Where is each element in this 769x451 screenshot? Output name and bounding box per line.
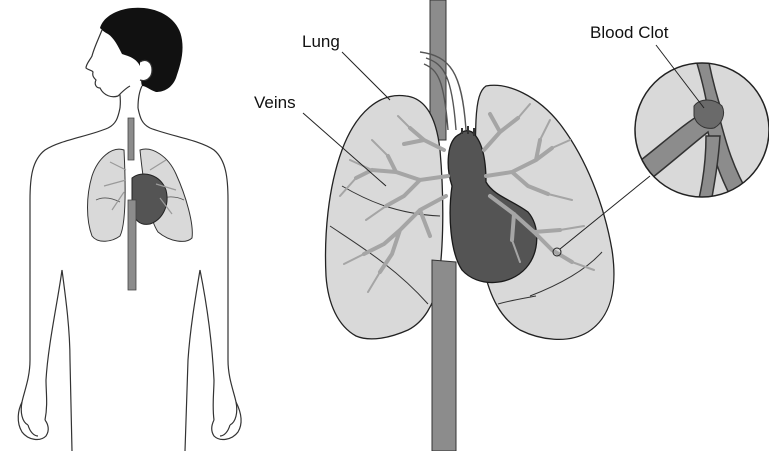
label-veins: Veins xyxy=(254,93,296,112)
small-aorta xyxy=(128,200,136,290)
large-lungs-illustration xyxy=(326,0,650,451)
label-blood-clot: Blood Clot xyxy=(590,23,669,42)
human-figure xyxy=(18,8,241,451)
clot-magnifier xyxy=(620,58,769,220)
label-lung: Lung xyxy=(302,32,340,51)
descending-aorta xyxy=(432,260,456,451)
right-lung xyxy=(326,95,443,338)
small-trachea xyxy=(128,118,134,160)
left-hand xyxy=(18,402,48,439)
leader-lung xyxy=(342,52,390,100)
ear xyxy=(140,60,152,80)
magnified-clot xyxy=(694,100,724,128)
